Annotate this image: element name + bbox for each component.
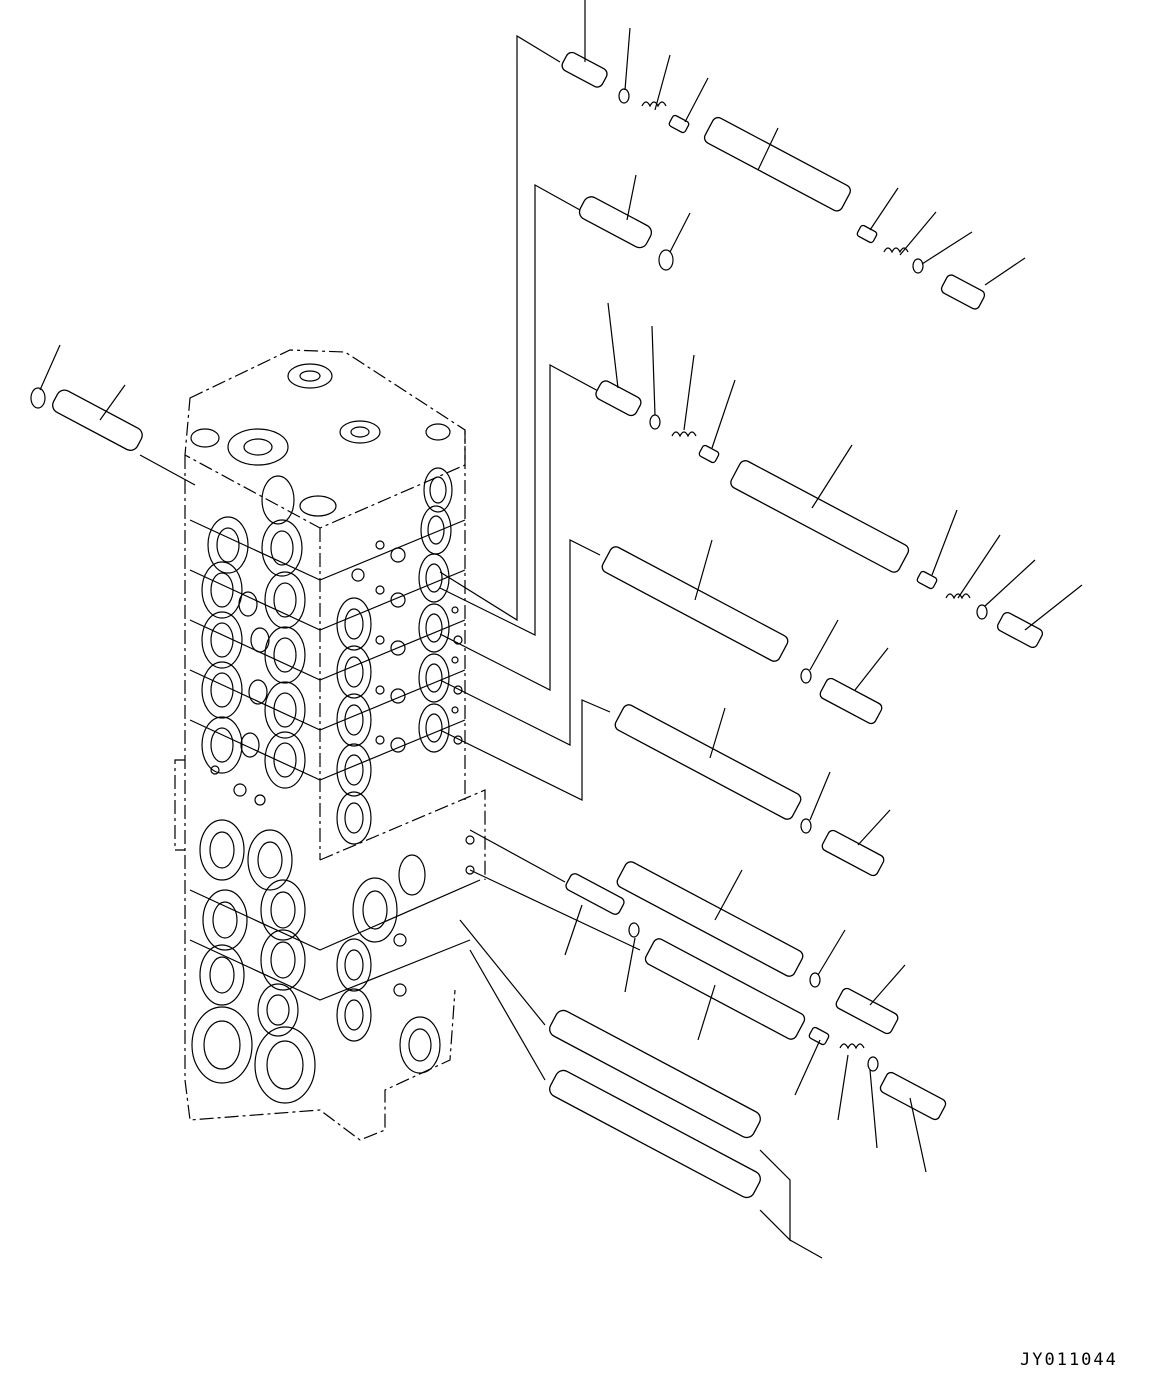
callout-lines: [39, 0, 1083, 1173]
valve-body: [174, 349, 486, 1141]
spool-parts: [30, 51, 1044, 1199]
drawing-code: JY011044: [1020, 1350, 1118, 1370]
guide-lines: [139, 34, 823, 1259]
